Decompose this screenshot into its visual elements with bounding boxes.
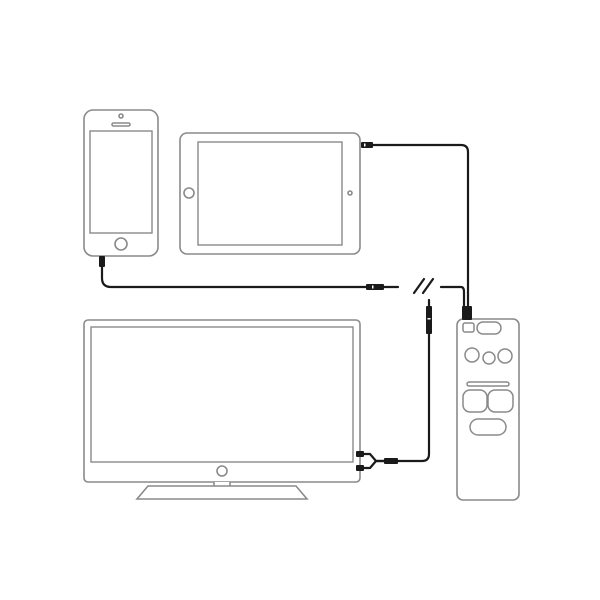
tablet-jack-plug bbox=[361, 142, 373, 148]
smartphone-icon bbox=[83, 109, 159, 257]
remote-pad-left bbox=[462, 389, 488, 413]
remote-control-icon bbox=[456, 318, 520, 501]
tv-plug-bottom bbox=[356, 465, 364, 471]
television-icon bbox=[83, 319, 361, 500]
phone-cable-end-plug bbox=[366, 284, 384, 290]
smartphone-home-button bbox=[114, 237, 128, 251]
tv-cable-top-ring bbox=[427, 318, 431, 320]
remote-button-left bbox=[464, 347, 480, 363]
tv-plug-top bbox=[356, 451, 364, 457]
smartphone-speaker bbox=[111, 122, 131, 127]
tablet-home-button bbox=[183, 187, 195, 199]
tablet-screen bbox=[197, 141, 343, 246]
remote-jack-port bbox=[462, 322, 475, 333]
remote-slider-bar bbox=[466, 381, 510, 387]
cable-phone-line-right bbox=[439, 285, 466, 310]
remote-input-plug bbox=[462, 306, 472, 320]
tv-cable-splitter bbox=[384, 458, 398, 464]
break-slash-2 bbox=[421, 277, 435, 295]
cable-tablet-line bbox=[369, 143, 470, 310]
tablet-icon bbox=[179, 132, 361, 255]
tv-cable-branch-bottom bbox=[360, 459, 386, 470]
cable-tablet-to-remote bbox=[361, 142, 470, 310]
tv-power-led bbox=[216, 465, 228, 477]
remote-button-middle bbox=[482, 351, 496, 365]
tv-stand bbox=[135, 485, 309, 500]
phone-cable-end-ring bbox=[372, 285, 374, 289]
cable-phone-line-left bbox=[100, 262, 368, 289]
tablet-camera bbox=[347, 190, 353, 196]
smartphone-screen bbox=[89, 130, 153, 234]
cable-phone-to-remote bbox=[99, 256, 472, 320]
tv-screen bbox=[90, 326, 354, 463]
remote-pad-right bbox=[487, 389, 514, 413]
remote-top-button bbox=[476, 321, 502, 335]
tv-cable-line bbox=[396, 332, 431, 463]
tv-cable-top-plug bbox=[426, 306, 432, 334]
cable-tv-to-remote bbox=[356, 298, 432, 471]
cable-break-mark bbox=[412, 277, 435, 295]
break-slash-1 bbox=[412, 277, 426, 295]
smartphone-camera bbox=[118, 113, 124, 119]
phone-jack-plug bbox=[99, 256, 105, 267]
remote-bottom-button bbox=[469, 418, 507, 436]
tablet-jack-ring bbox=[364, 143, 366, 147]
remote-body bbox=[456, 318, 520, 501]
remote-button-right bbox=[497, 348, 513, 364]
